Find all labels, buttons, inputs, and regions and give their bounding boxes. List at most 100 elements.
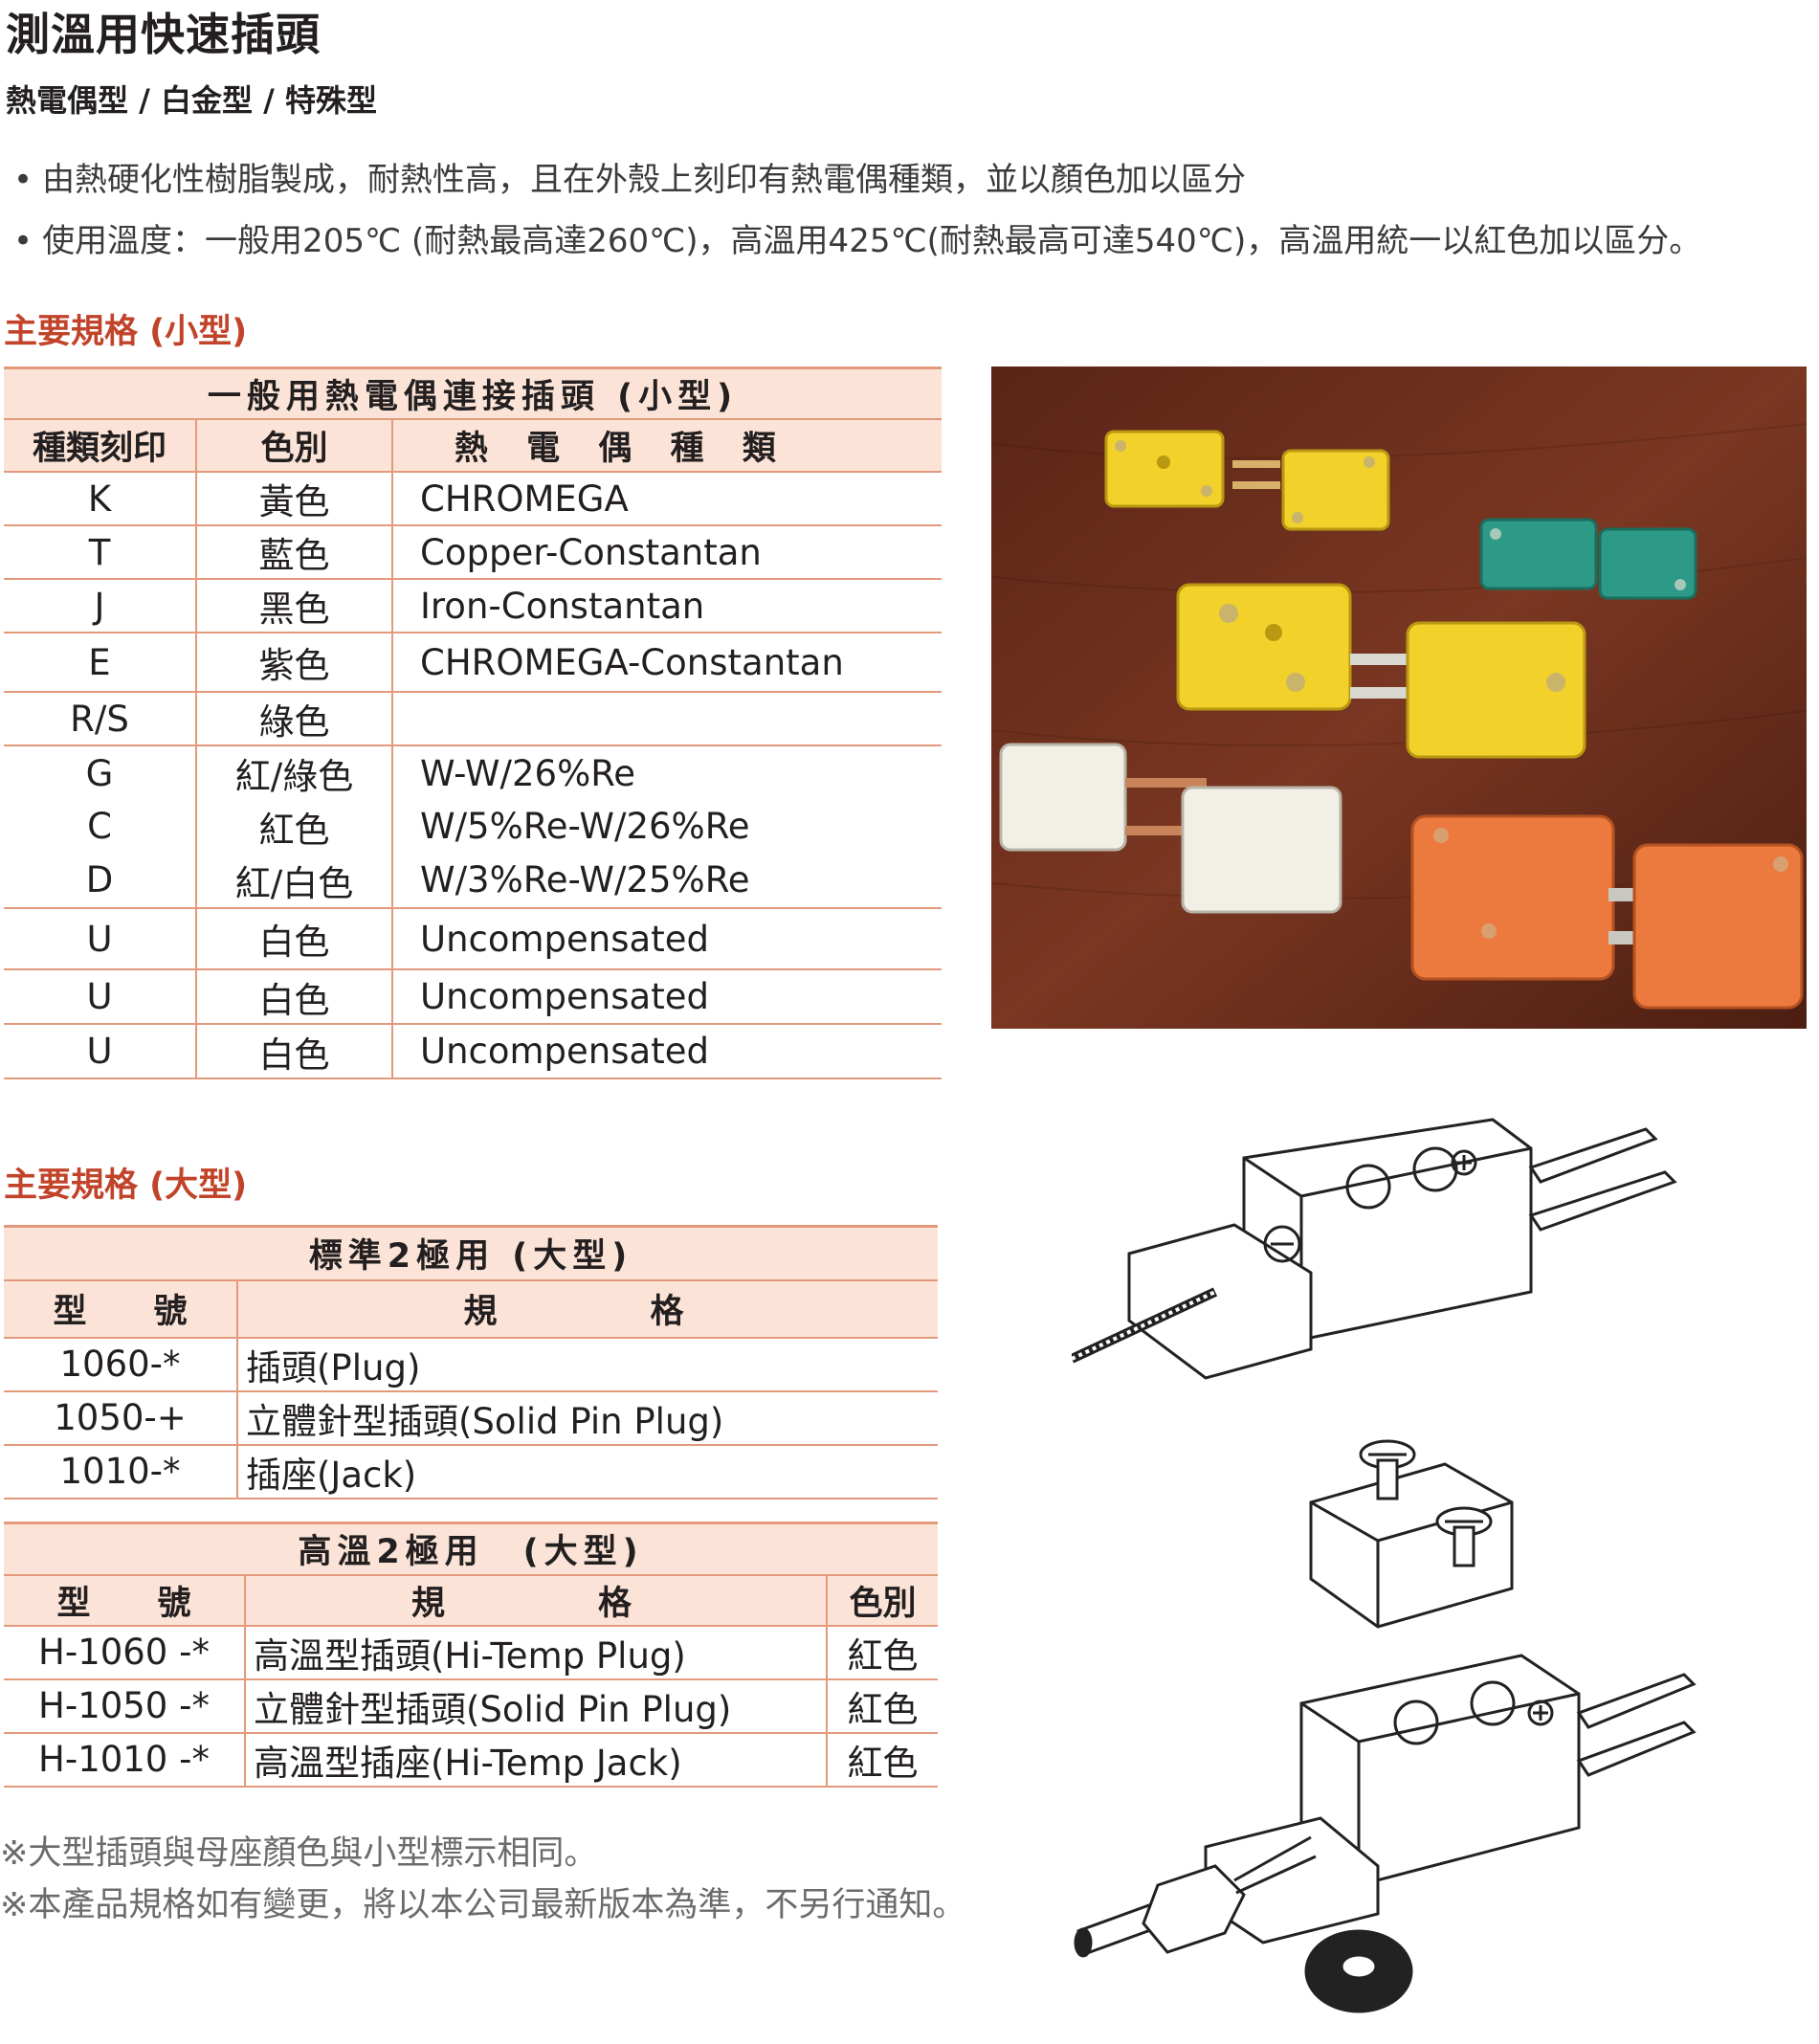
column-header: 熱 電 偶 種 類 — [392, 419, 942, 473]
plug-assembly-drawing — [1072, 1118, 1677, 1380]
hi-temp-large-table: 高溫2極用 (大型) 型 號 規 格 色別 H-1060 -* 高溫型插頭(Hi… — [4, 1522, 938, 1788]
spec-cell: 插座(Jack) — [237, 1444, 938, 1500]
column-header: 色別 — [196, 419, 393, 473]
type-cell: Uncompensated — [392, 908, 942, 970]
yellow-small-connector — [1104, 430, 1390, 531]
type-cell: Copper-Constantan — [392, 525, 942, 580]
table-row: T 藍色 Copper-Constantan — [4, 525, 942, 580]
color-cell: 紅色 — [827, 1625, 938, 1680]
model-cell: H-1010 -* — [4, 1732, 246, 1788]
color-cell: 黃色 — [196, 472, 393, 526]
teal-small-connector — [1479, 518, 1697, 600]
type-cell: CHROMEGA-Constantan — [392, 633, 942, 693]
mark-cell: D — [4, 853, 197, 909]
spec-cell: 高溫型插座(Hi-Temp Jack) — [245, 1732, 828, 1788]
table-row: U 白色 Uncompensated — [4, 1024, 942, 1079]
type-cell: CHROMEGA — [392, 472, 942, 526]
column-header: 色別 — [827, 1574, 938, 1627]
footnote: ※本產品規格如有變更，將以本公司最新版本為準，不另行通知。 — [0, 1886, 966, 1924]
footnote: ※大型插頭與母座顏色與小型標示相同。 — [0, 1834, 598, 1873]
color-cell: 紅色 — [827, 1678, 938, 1734]
color-cell: 紅色 — [827, 1732, 938, 1788]
column-header: 規 格 — [237, 1279, 938, 1339]
mark-cell: U — [4, 969, 197, 1025]
mark-cell: E — [4, 633, 197, 693]
column-header: 種類刻印 — [4, 419, 197, 473]
connector-exploded-drawing — [1072, 1118, 1697, 2013]
table-row: D 紅/白色 W/3%Re-W/25%Re — [4, 853, 942, 909]
model-cell: 1060-* — [4, 1337, 238, 1392]
orange-connector — [1410, 814, 1804, 1010]
feature-item: 由熱硬化性樹脂製成，耐熱性高，且在外殼上刻印有熱電偶種類，並以顏色加以區分 — [13, 149, 1701, 211]
color-cell: 白色 — [196, 1024, 393, 1079]
mark-cell: U — [4, 1024, 197, 1079]
page-title: 測溫用快速插頭 — [6, 9, 321, 60]
color-cell: 紅/綠色 — [196, 745, 393, 800]
table-row: E 紫色 CHROMEGA-Constantan — [4, 633, 942, 693]
table-row: 1060-* 插頭(Plug) — [4, 1337, 938, 1392]
table-caption: 一般用熱電偶連接插頭 (小型) — [4, 367, 942, 420]
table-row: R/S 綠色 — [4, 692, 942, 746]
column-header: 型 號 — [4, 1279, 238, 1339]
model-cell: H-1060 -* — [4, 1625, 246, 1680]
mark-cell: R/S — [4, 692, 197, 746]
standard-large-table: 標準2極用 (大型) 型 號 規 格 1060-* 插頭(Plug) 1050-… — [4, 1225, 938, 1500]
model-cell: H-1050 -* — [4, 1678, 246, 1734]
spec-cell: 立體針型插頭(Solid Pin Plug) — [245, 1678, 828, 1734]
feature-list: 由熱硬化性樹脂製成，耐熱性高，且在外殼上刻印有熱電偶種類，並以顏色加以區分 使用… — [13, 149, 1701, 272]
mark-cell: K — [4, 472, 197, 526]
washer-drawing — [1304, 1929, 1413, 2013]
color-cell: 黑色 — [196, 579, 393, 633]
table-row: 1050-+ 立體針型插頭(Solid Pin Plug) — [4, 1390, 938, 1446]
ferrule-drawing — [1074, 1835, 1317, 1958]
table-row: H-1060 -* 高溫型插頭(Hi-Temp Plug) 紅色 — [4, 1625, 938, 1680]
type-cell: Iron-Constantan — [392, 579, 942, 633]
model-cell: 1050-+ — [4, 1390, 238, 1446]
type-cell — [392, 692, 942, 746]
mark-cell: C — [4, 800, 197, 853]
color-cell: 紅色 — [196, 800, 393, 853]
mark-cell: J — [4, 579, 197, 633]
table-row: H-1050 -* 立體針型插頭(Solid Pin Plug) 紅色 — [4, 1678, 938, 1734]
table-caption: 標準2極用 (大型) — [4, 1225, 938, 1281]
table-caption: 高溫2極用 (大型) — [4, 1522, 938, 1576]
spec-cell: 高溫型插頭(Hi-Temp Plug) — [245, 1625, 828, 1680]
page-subtitle: 熱電偶型 / 白金型 / 特殊型 — [6, 82, 377, 119]
spec-cell: 立體針型插頭(Solid Pin Plug) — [237, 1390, 938, 1446]
column-header: 型 號 — [4, 1574, 246, 1627]
spec-cell: 插頭(Plug) — [237, 1337, 938, 1392]
table-row: C 紅色 W/5%Re-W/26%Re — [4, 800, 942, 853]
table-row: K 黃色 CHROMEGA — [4, 472, 942, 526]
table-row: J 黑色 Iron-Constantan — [4, 579, 942, 633]
mark-cell: U — [4, 908, 197, 970]
table-row: 1010-* 插座(Jack) — [4, 1444, 938, 1500]
color-cell: 藍色 — [196, 525, 393, 580]
type-cell: W/5%Re-W/26%Re — [420, 806, 750, 847]
column-header: 規 格 — [245, 1574, 828, 1627]
table-row: G 紅/綠色 W-W/26%Re — [4, 745, 942, 800]
body-drawing — [1204, 1654, 1697, 1944]
table-row: U 白色 Uncompensated — [4, 908, 942, 970]
section-heading-small: 主要規格 (小型) — [4, 313, 248, 351]
cap-screw-drawing — [1309, 1439, 1514, 1629]
table-row: H-1010 -* 高溫型插座(Hi-Temp Jack) 紅色 — [4, 1732, 938, 1788]
mark-cell: T — [4, 525, 197, 580]
section-heading-large: 主要規格 (大型) — [4, 1166, 248, 1205]
small-connector-table: 一般用熱電偶連接插頭 (小型) 種類刻印 色別 熱 電 偶 種 類 K 黃色 C… — [4, 367, 942, 1079]
type-cell: W/3%Re-W/25%Re — [392, 853, 942, 909]
type-cell: Uncompensated — [392, 1024, 942, 1079]
mark-cell: G — [4, 745, 197, 800]
type-cell: W-W/26%Re — [420, 752, 636, 794]
white-connector — [999, 743, 1342, 914]
table-row: U 白色 Uncompensated — [4, 969, 942, 1025]
color-cell: 紫色 — [196, 633, 393, 693]
color-cell: 白色 — [196, 908, 393, 970]
yellow-large-connector — [1176, 583, 1586, 759]
type-cell: Uncompensated — [392, 969, 942, 1025]
color-cell: 白色 — [196, 969, 393, 1025]
model-cell: 1010-* — [4, 1444, 238, 1500]
color-cell: 紅/白色 — [196, 853, 393, 909]
color-cell: 綠色 — [196, 692, 393, 746]
feature-item: 使用溫度：一般用205℃ (耐熱最高達260℃)，高溫用425℃(耐熱最高可達5… — [13, 211, 1701, 272]
product-photo — [991, 367, 1807, 1029]
